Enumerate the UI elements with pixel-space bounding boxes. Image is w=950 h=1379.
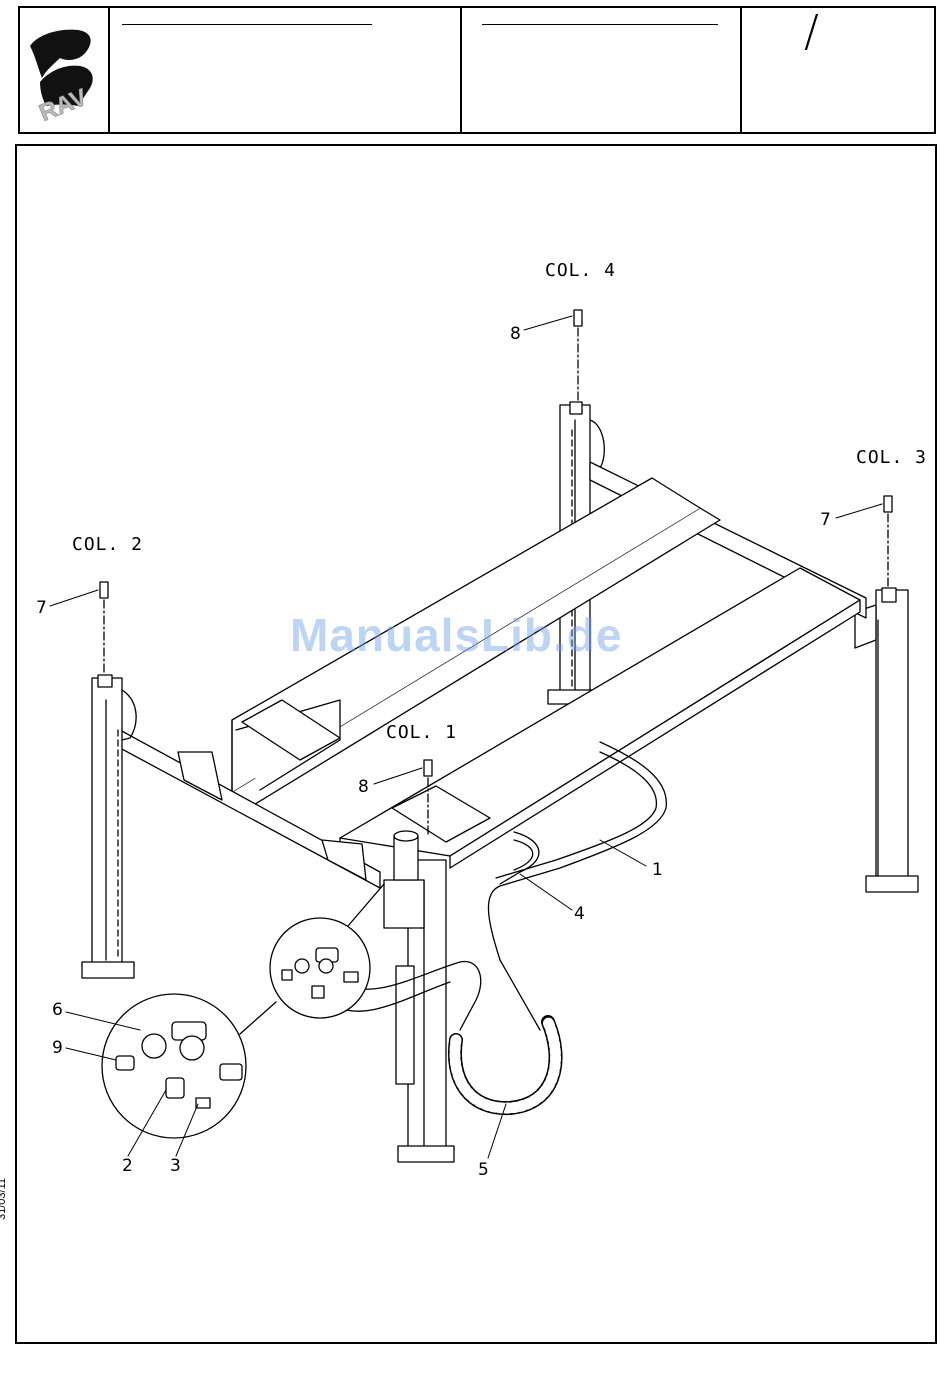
col-3-label: COL. 3 [856, 447, 927, 468]
callout-2: 2 [122, 1156, 133, 1176]
callout-8-col4: 8 [510, 324, 521, 344]
col-4-label: COL. 4 [545, 260, 616, 281]
detail-circle-top [270, 884, 384, 1018]
watermark: ManualsLib.de [290, 608, 622, 662]
callout-4: 4 [574, 904, 585, 924]
callout-8-col1: 8 [358, 777, 369, 797]
callout-9: 9 [52, 1038, 63, 1058]
column-3 [855, 588, 918, 892]
callout-6: 6 [52, 1000, 63, 1020]
detail-circle-bottom [102, 994, 276, 1138]
column-2 [82, 675, 136, 978]
col-2-label: COL. 2 [72, 534, 143, 555]
callout-1: 1 [652, 860, 663, 880]
col-1-label: COL. 1 [386, 722, 457, 743]
column-1 [384, 831, 454, 1162]
conduit-5 [455, 1022, 556, 1108]
revision-date: 31/03/11 [0, 1178, 8, 1220]
callout-5: 5 [478, 1160, 489, 1180]
callout-7-col3: 7 [820, 510, 831, 530]
callout-3: 3 [170, 1156, 181, 1176]
callout-7-col2: 7 [36, 598, 47, 618]
